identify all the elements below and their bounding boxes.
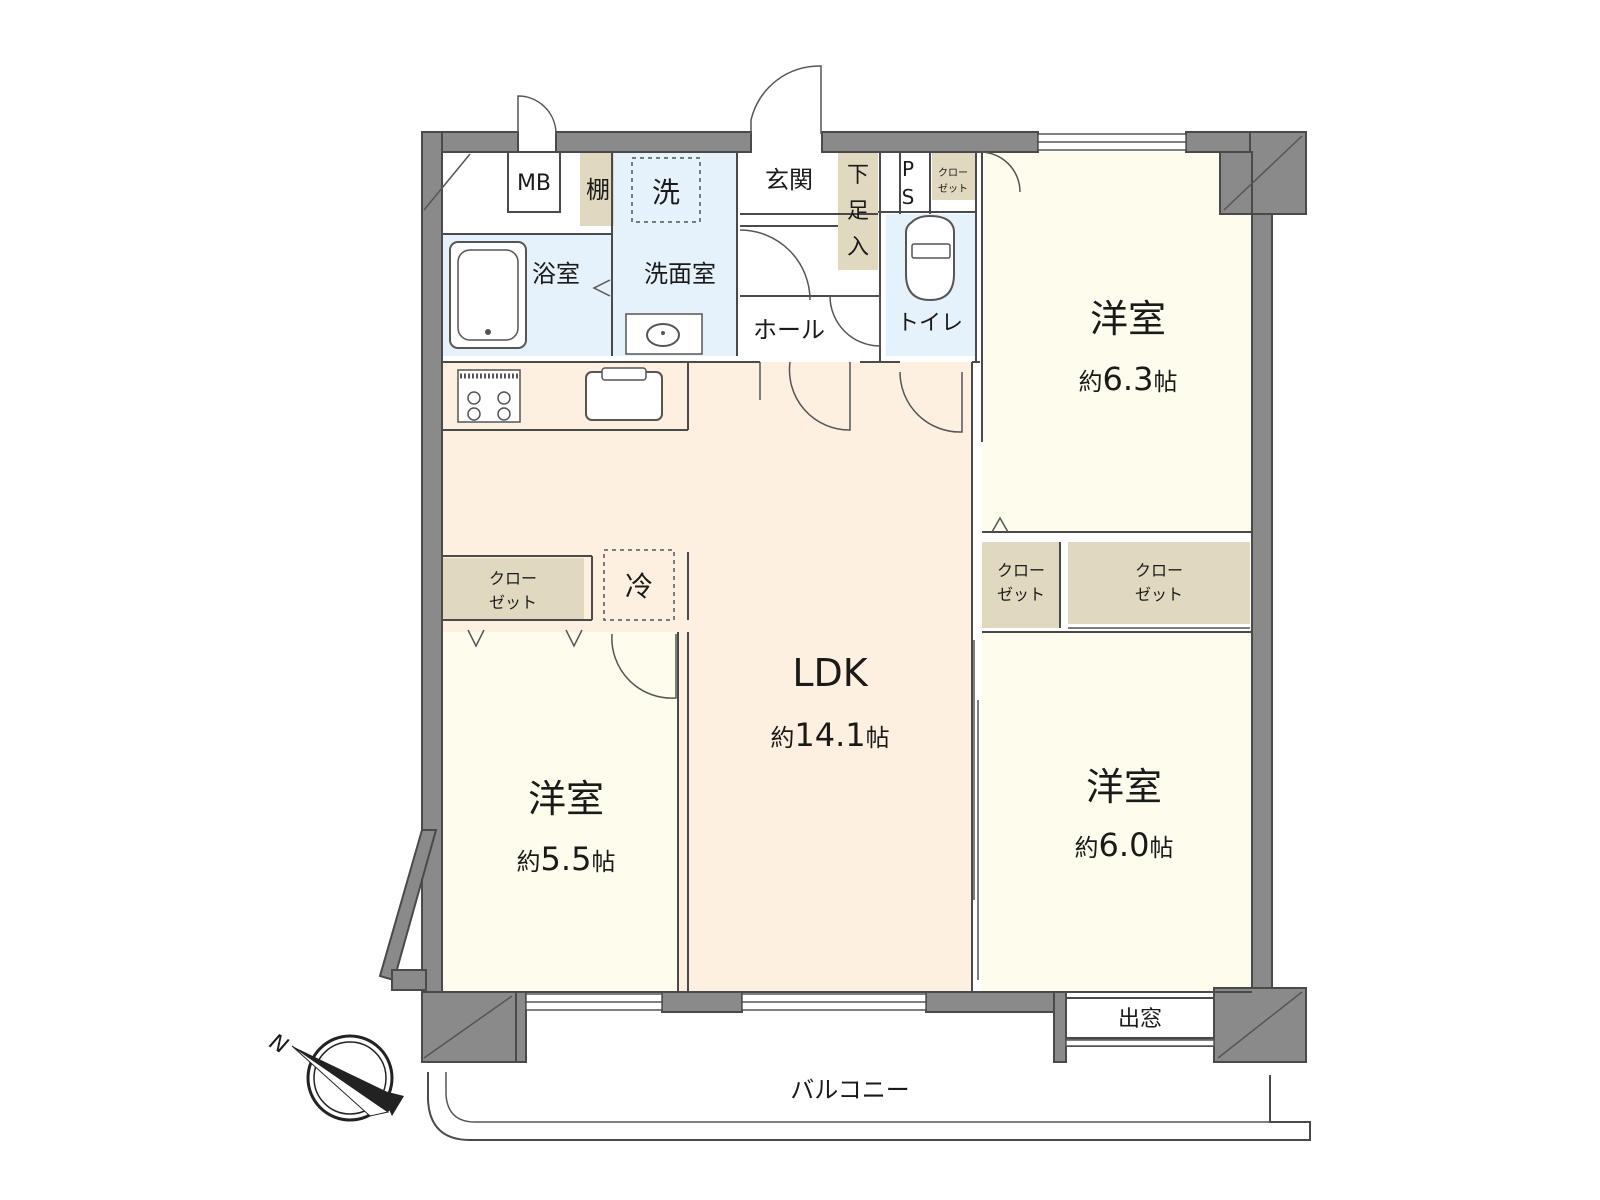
sink-icon [625,313,703,355]
closet-small-label-1: クロー [938,167,968,179]
ps-label-1: P [902,157,914,181]
balcony-outline [427,1072,1311,1141]
hall-label: ホール [753,316,825,344]
balcony-label: バルコニー [790,1076,910,1104]
closet-mid-label-1: クロー [997,561,1045,580]
shoe-box-label-1: 下 [847,163,869,188]
sliding-doors [973,627,1250,980]
closet-right-label-2: ゼット [1135,585,1183,604]
shoe-box-floor [838,152,878,270]
closet-right-label-1: クロー [1135,561,1183,580]
western-w-floor [442,632,678,992]
washer-label: 洗 [652,176,680,209]
mb-box [507,151,561,213]
corner-hatching [423,135,1303,1059]
doors [517,65,1021,699]
shoe-box-label-2: 足 [847,199,869,224]
western-se-size: 約6.0帖 [1075,826,1174,864]
triangles [467,279,1009,648]
western-se-floor [982,632,1252,992]
closet-small-floor [932,152,976,200]
mb-label: MB [517,171,551,196]
western-w-name: 洋室 [528,777,604,821]
closet-ldk-label-2: ゼット [489,593,537,612]
toilet-label: トイレ [897,311,963,336]
ldk-size: 約14.1帖 [770,716,889,754]
compass-north-label: N [265,1030,292,1060]
floor-fills [442,152,1252,992]
toilet-icon [905,214,955,302]
compass-icon [291,1034,404,1122]
washroom-label: 洗面室 [644,260,716,288]
closet-ldk-label-1: クロー [489,569,537,588]
closet-small-label-2: ゼット [938,183,968,195]
western-ne-floor [982,152,1252,532]
ldk-name: LDK [792,651,868,695]
western-ne-name: 洋室 [1090,297,1166,341]
stove-icon [457,369,521,423]
windows [525,133,1215,1047]
western-ne-size: 約6.3帖 [1079,360,1178,398]
closet-mid-floor [982,542,1060,628]
western-w-size: 約5.5帖 [517,840,616,878]
balcony-inner-line [445,1072,1270,1123]
bath-label: 浴室 [532,260,580,288]
bay-window-label: 出窓 [1118,1007,1162,1032]
kitchen-sink-icon [585,367,663,421]
entrance-label: 玄関 [765,166,813,194]
closet-ldk-floor [442,558,584,620]
shoe-box-label-3: 入 [847,235,869,260]
shelf-label: 棚 [586,176,610,204]
fridge-space [603,549,675,621]
washer-space [631,157,701,223]
fridge-label: 冷 [625,570,653,603]
western-se-name: 洋室 [1086,765,1162,809]
ps-label-2: S [902,185,915,209]
closet-right-floor [1068,542,1250,624]
bathtub-icon [449,241,527,349]
shelf-floor [580,152,614,226]
closet-mid-label-2: ゼット [997,585,1045,604]
labels: MB 棚 洗 浴室 洗面室 玄関 下 足 入 P S クロー ゼット トイレ ホ… [489,157,1183,1104]
